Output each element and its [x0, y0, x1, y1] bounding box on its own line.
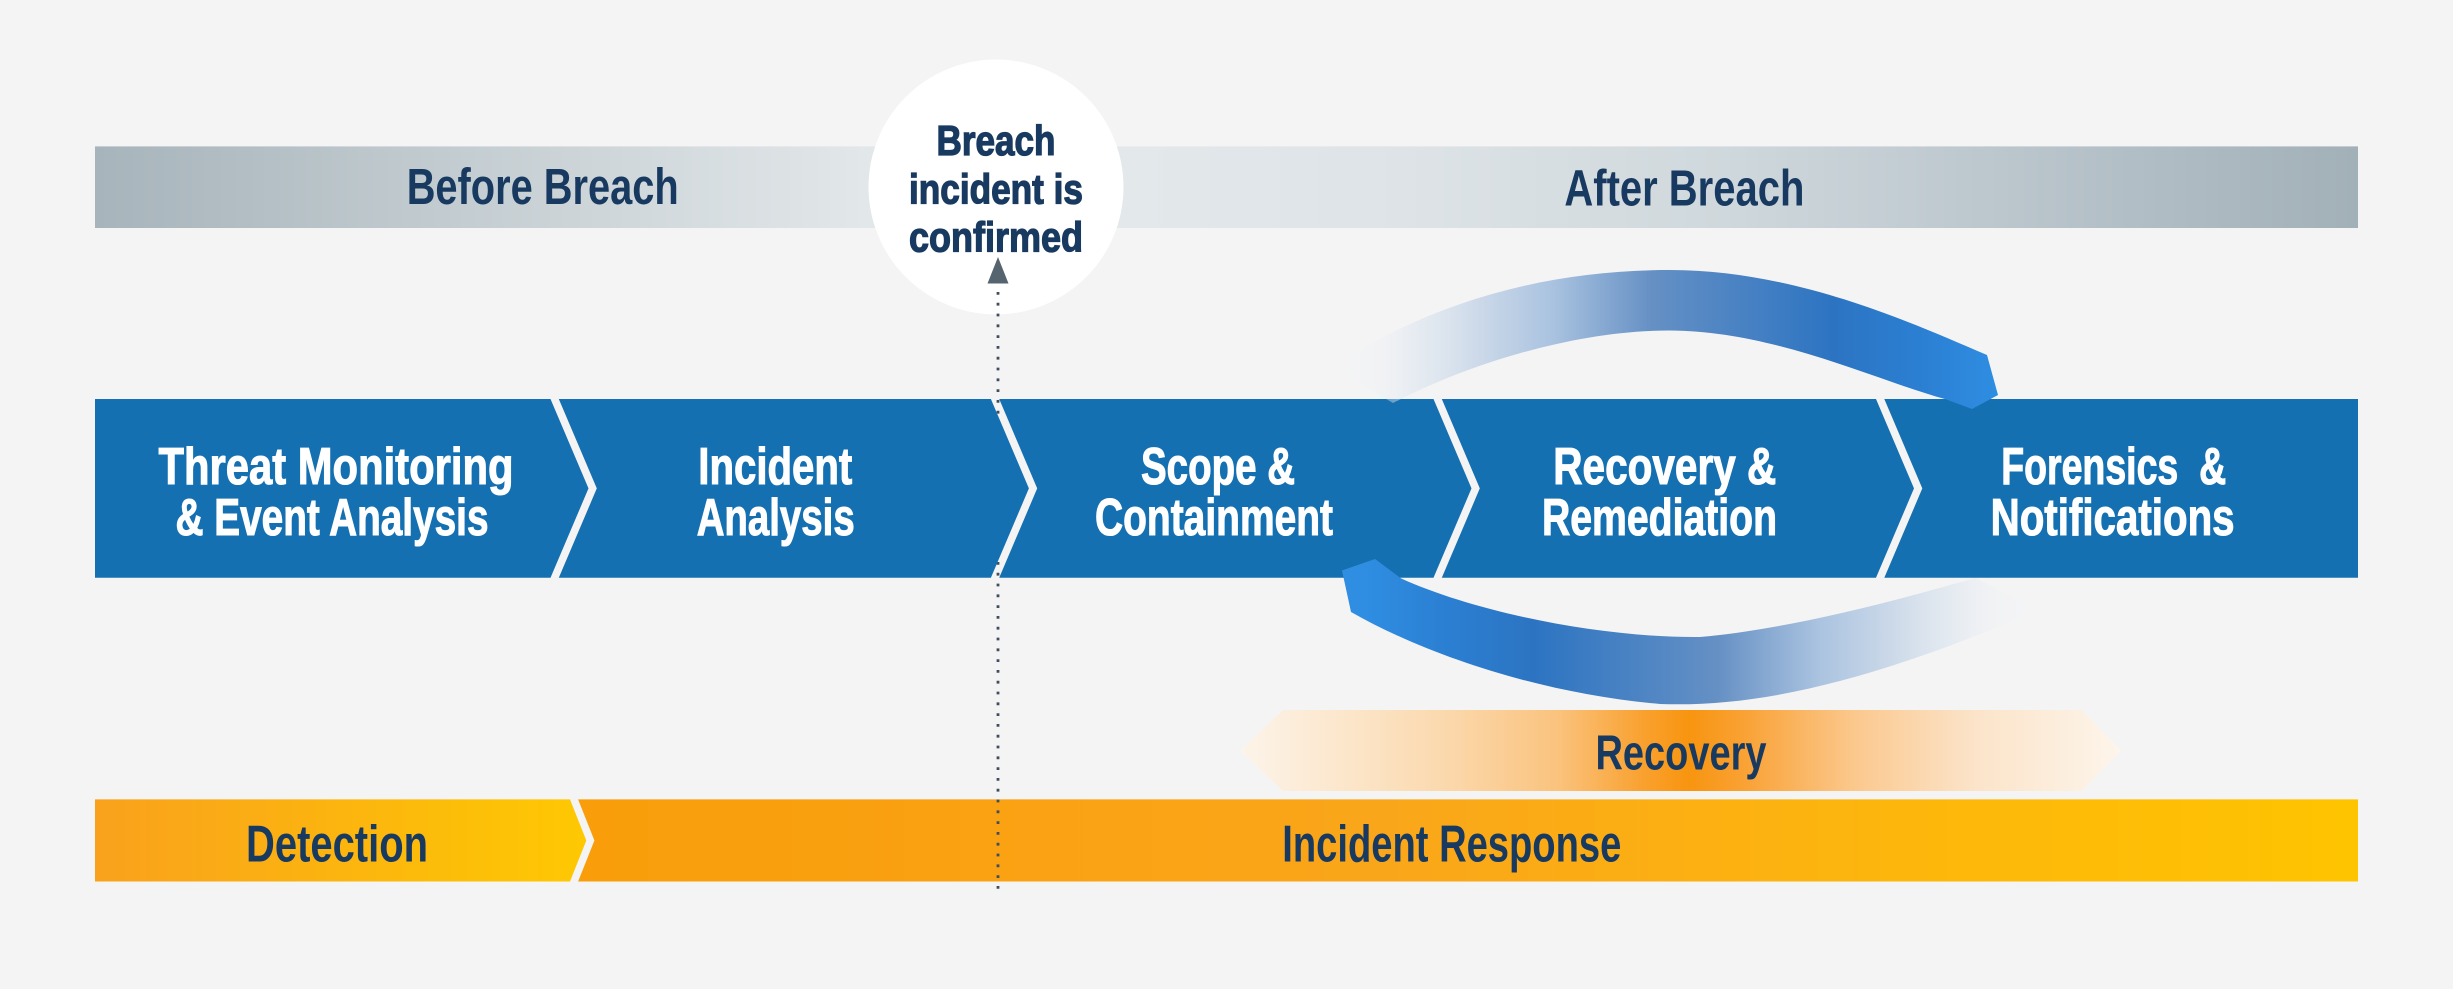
svg-text:Scope &: Scope & — [1141, 438, 1295, 496]
svg-text:incident is: incident is — [909, 166, 1083, 213]
svg-text:Recovery &: Recovery & — [1553, 438, 1776, 496]
svg-text:Before Breach: Before Breach — [407, 158, 679, 215]
svg-text:Containment: Containment — [1095, 489, 1333, 547]
svg-text:Incident Response: Incident Response — [1282, 816, 1621, 874]
svg-text:Breach: Breach — [937, 117, 1056, 164]
svg-text:Threat Monitoring: Threat Monitoring — [159, 438, 514, 496]
svg-text:Remediation: Remediation — [1542, 489, 1777, 547]
svg-text:Recovery: Recovery — [1596, 726, 1767, 780]
svg-text:Forensics &: Forensics & — [2001, 438, 2226, 496]
svg-text:Notifications: Notifications — [1991, 489, 2235, 547]
svg-text:Incident: Incident — [698, 438, 852, 496]
svg-text:After Breach: After Breach — [1564, 159, 1804, 216]
svg-text:Detection: Detection — [246, 816, 428, 874]
svg-text:Analysis: Analysis — [697, 489, 855, 547]
svg-text:confirmed: confirmed — [909, 214, 1083, 261]
svg-text:& Event Analysis: & Event Analysis — [176, 489, 489, 547]
